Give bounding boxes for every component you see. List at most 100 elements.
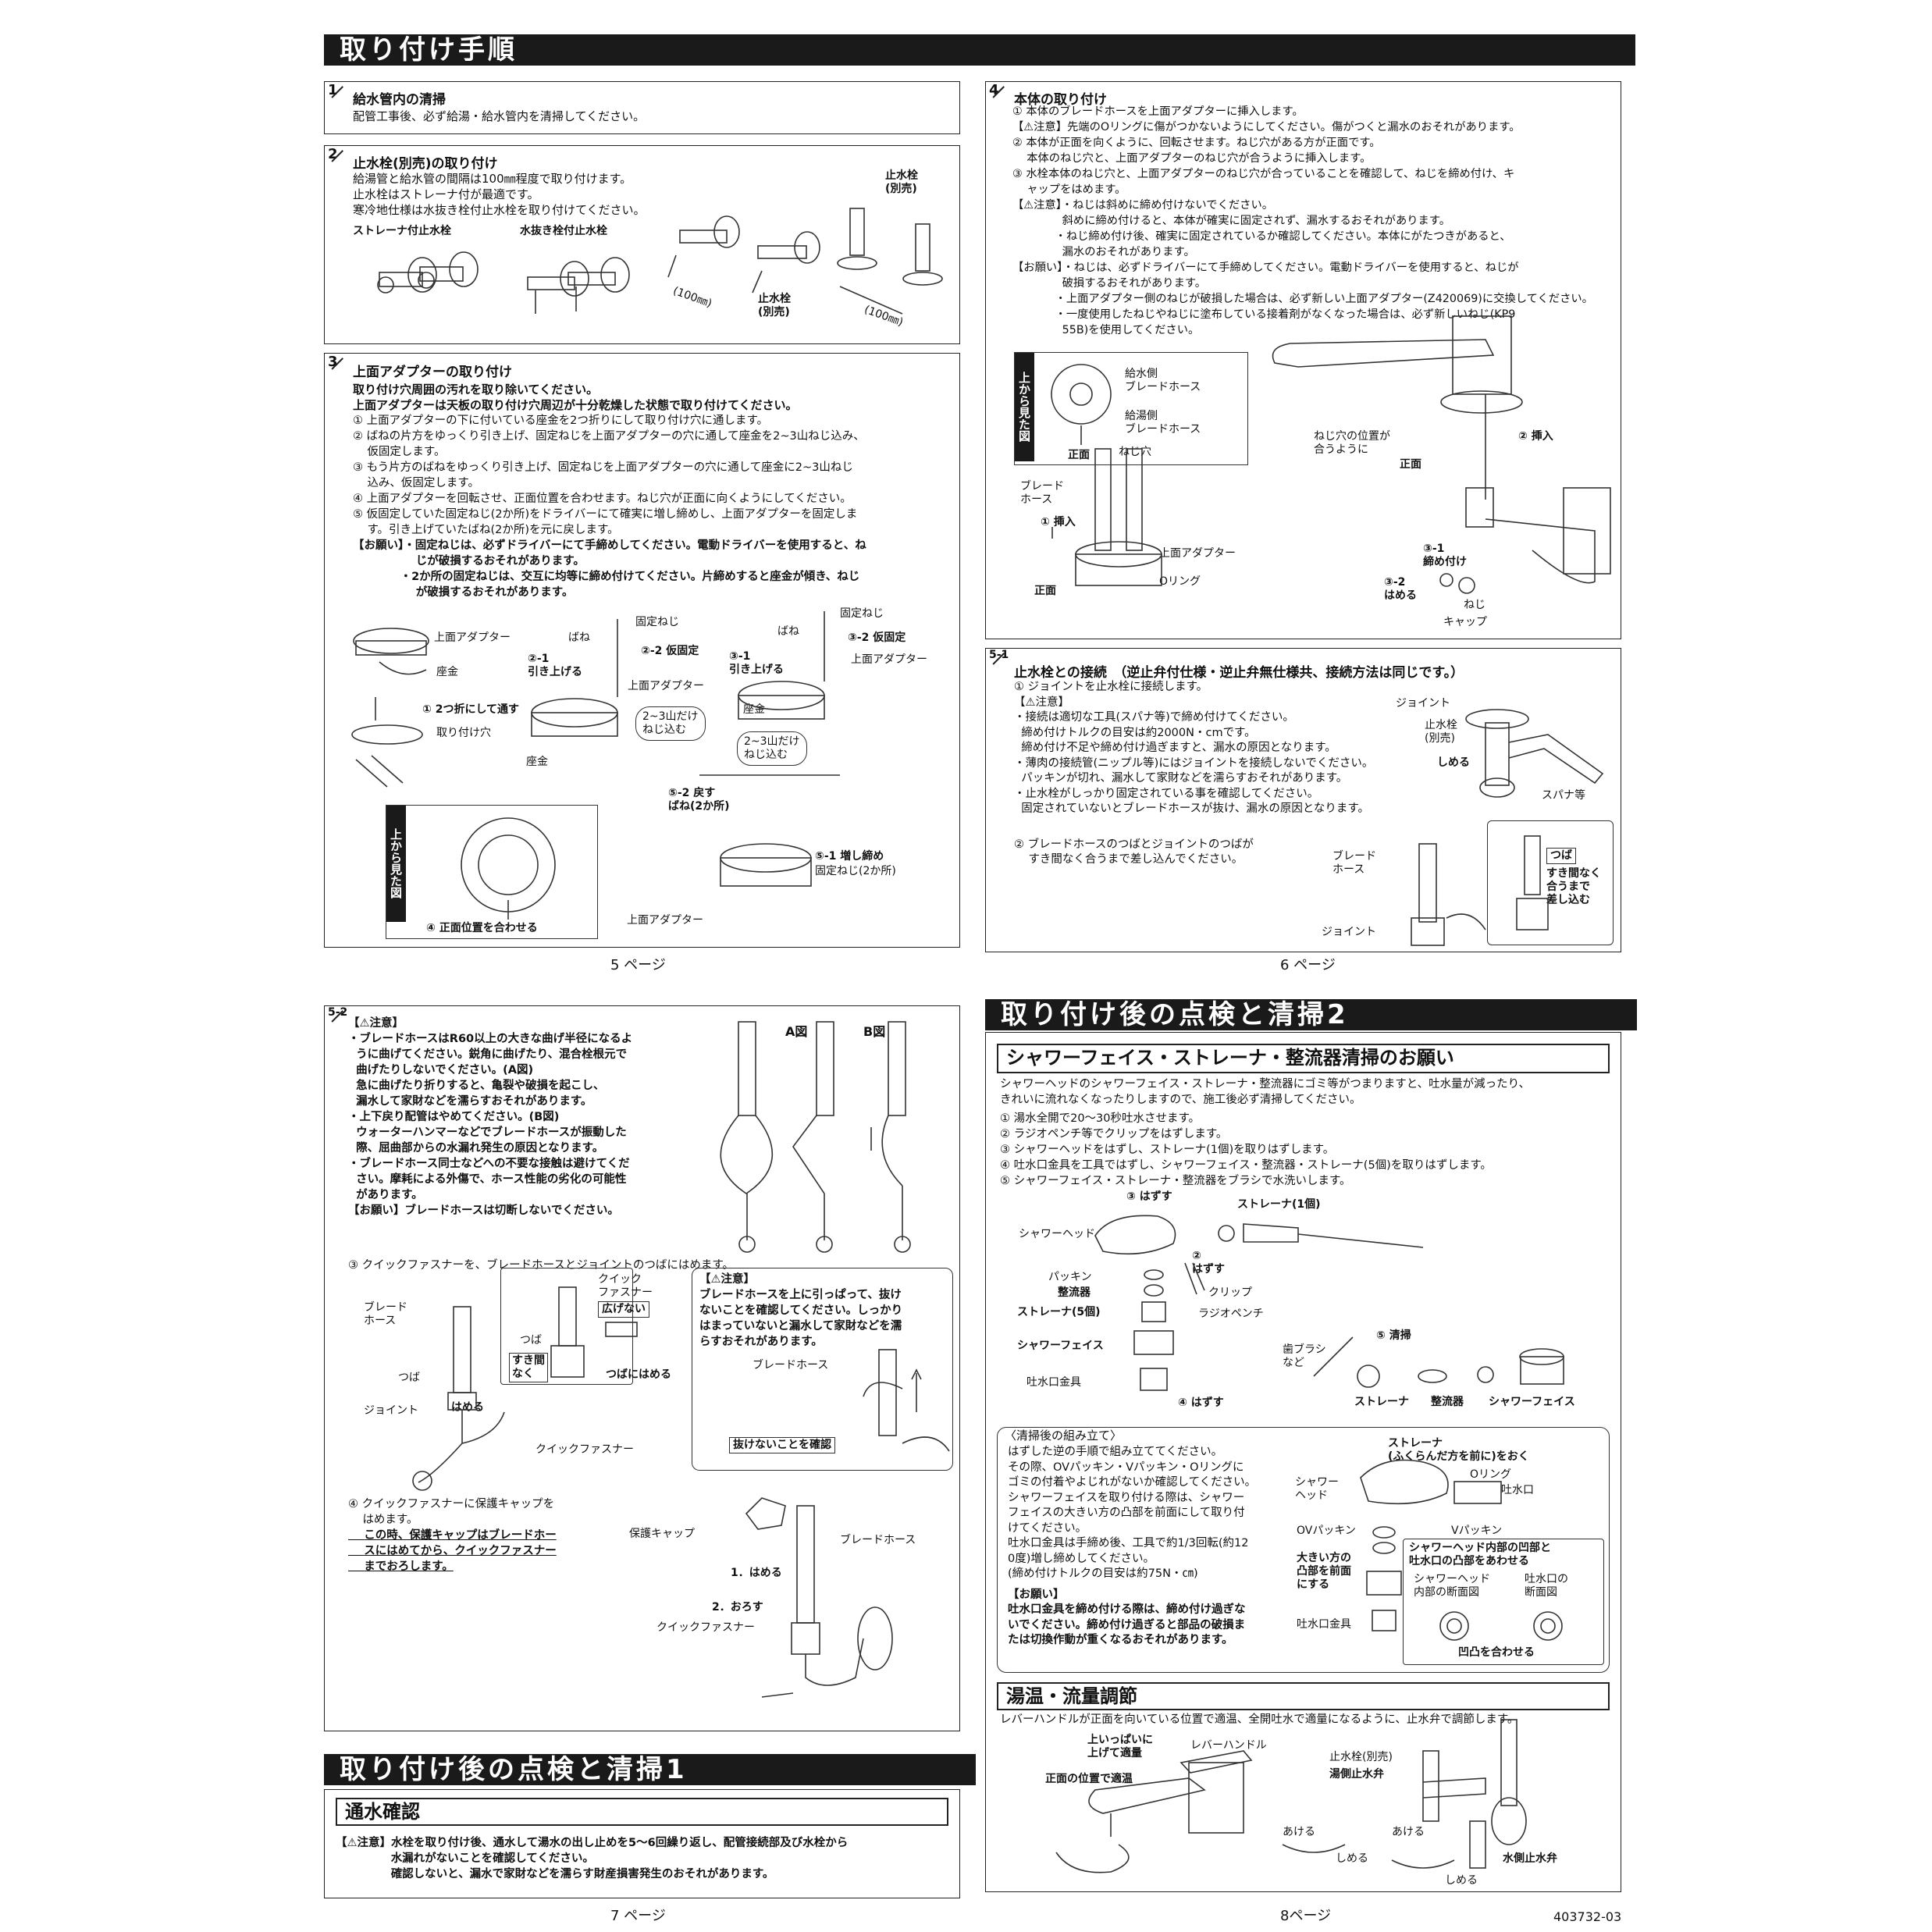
label-front-1: 正面 <box>1068 449 1090 461</box>
label-quick-fastener-2: クイック ファスナー <box>598 1273 653 1299</box>
section-5-2: 5-2 【⚠注意】 ・ブレードホースはR60以上の大きな曲げ半径になるよ うに曲… <box>324 1005 960 1731</box>
label-washer-2: 座金 <box>526 756 548 768</box>
section-number: 1 <box>328 82 338 98</box>
section-5-1: 5-1 止水栓との接続 （逆止弁付仕様・逆止弁無仕様共、接続方法は同じです。） … <box>985 648 1621 952</box>
stop-valve-illustration <box>377 208 943 315</box>
label-step-3-1: ③-1 引き上げる <box>729 650 784 676</box>
label-strainer-front: ストレーナ (ふくらんだ方を前に)をおく <box>1388 1437 1529 1463</box>
section-body: ① ジョイントを止水栓に接続します。 【⚠注意】 ・接続は適切な工具(スパナ等)… <box>1014 681 1374 815</box>
label-quick-fastener-3: クイックファスナー <box>656 1621 755 1634</box>
check2-header: 取り付け後の点検と清掃2 <box>985 999 1637 1030</box>
label-front-3: 正面 <box>1034 585 1056 597</box>
label-strainer-5: ストレーナ(5個) <box>1017 1306 1101 1318</box>
label-step-3-1: ③-1 締め付け <box>1423 543 1467 568</box>
label-insert-2: ② 挿入 <box>1518 430 1553 443</box>
top-view-tag: 上から見た図 <box>1014 352 1034 461</box>
label-adapter-3: 上面アダプター <box>851 653 927 666</box>
label-joint-2: ジョイント <box>1322 926 1376 938</box>
label-collar-1: つば <box>398 1372 420 1384</box>
section-detail-box <box>1403 1539 1604 1665</box>
label-front-2: 正面 <box>1400 458 1421 471</box>
label-thread-2: 2~3山だけ ねじ込む <box>737 731 807 766</box>
label-shower-head: シャワーヘッド <box>1019 1228 1095 1240</box>
label-blade-hose-3: ブレードホース <box>840 1534 916 1546</box>
label-packing: パッキン <box>1048 1271 1092 1283</box>
label-v-packing: Vパッキン <box>1451 1525 1503 1537</box>
section-number: 5-2 <box>328 1006 348 1019</box>
label-hot-valve: 湯側止水弁 <box>1329 1768 1384 1781</box>
label-close-2: しめる <box>1445 1874 1478 1887</box>
label-supply-hose: 給水側 ブレードホース <box>1125 368 1201 393</box>
section-title: 止水栓(別売)の取り付け <box>353 156 498 172</box>
label-hot-hose: 給湯側 ブレードホース <box>1125 410 1201 436</box>
label-pliers: ラジオペンチ <box>1198 1308 1264 1320</box>
section-title: 給水管内の清掃 <box>353 92 446 108</box>
label-remove-2: ② はずす <box>1192 1250 1225 1276</box>
page-number-5: 5 ページ <box>610 957 666 973</box>
label-clean-5: ⑤ 清掃 <box>1376 1329 1411 1342</box>
step-2-text: ② ブレードホースのつばとジョイントのつばが すき間なく合うまで差し込んでくださ… <box>1014 838 1254 866</box>
notice-line-2: 上面アダプターは天板の取り付け穴周辺が十分乾燥した状態で取り付けてください。 <box>353 398 798 412</box>
reassemble-title: 〈清掃後の組み立て〉 <box>1005 1429 1123 1443</box>
label-quick-fastener-1: クイックファスナー <box>535 1443 634 1456</box>
label-step-5-1: ⑤-1 増し締め <box>815 850 884 863</box>
water-check-text: 【⚠注意】水栓を取り付け後、通水して湯水の出し止めを5～6回繰り返し、配管接続部… <box>336 1837 849 1880</box>
label-lever-handle: レバーハンドル <box>1190 1739 1267 1752</box>
section-title: 上面アダプターの取り付け <box>353 365 512 380</box>
label-adapter-4: 上面アダプター <box>627 914 703 927</box>
label-lift-full: 上いっぱいに 上げて適量 <box>1087 1734 1153 1759</box>
label-adapter: 上面アダプター <box>434 632 511 644</box>
top-view-box <box>386 805 598 939</box>
label-step-1: 1．はめる <box>731 1567 782 1579</box>
label-remove-3: ③ はずす <box>1126 1190 1172 1203</box>
check1-section: 通水確認 【⚠注意】水栓を取り付け後、通水して湯水の出し止めを5～6回繰り返し、… <box>324 1789 960 1898</box>
label-spout-port: 吐水口 <box>1501 1484 1534 1496</box>
label-clean-face: シャワーフェイス <box>1489 1396 1575 1408</box>
section-number: 4 <box>989 82 999 98</box>
fastener-detail-box <box>500 1268 633 1385</box>
label-fix-screw-2: 固定ねじ <box>840 607 884 620</box>
caution-2-text: 【⚠注意】 ブレードホースを上に引っぱって、抜け ないことを確認してください。し… <box>699 1273 903 1348</box>
label-ov-packing: OVパッキン <box>1297 1525 1356 1537</box>
step-3-text: ③ クイックファスナーを、ブレードホースとジョイントのつばにはめます。 <box>348 1259 734 1272</box>
label-strainer-valve: ストレーナ付止水栓 <box>353 225 451 237</box>
label-hole: 取り付け穴 <box>436 727 491 739</box>
label-stop-valve-1: 止水栓 (別売) <box>758 293 791 318</box>
label-oring: Oリング <box>1470 1468 1512 1481</box>
section-2: 2 止水栓(別売)の取り付け 給湯管と給水管の間隔は100㎜程度で取り付けます。… <box>324 145 960 344</box>
top-view-box <box>1014 352 1248 465</box>
section-title: 止水栓との接続 （逆止弁付仕様・逆止弁無仕様共、接続方法は同じです。） <box>1014 665 1464 681</box>
label-spout-fitting: 吐水口金具 <box>1026 1376 1081 1389</box>
label-rectifier: 整流器 <box>1058 1286 1091 1299</box>
label-step-2: 2．おろす <box>712 1601 763 1614</box>
temp-flow-text: レバーハンドルが正面を向いている位置で適温、全開吐水で適量になるように、止水弁で… <box>1000 1713 1519 1726</box>
label-no-gap: すき間 なく <box>509 1353 548 1382</box>
label-joint-1: ジョイント <box>1396 697 1450 710</box>
label-screw: ねじ <box>1464 599 1485 611</box>
label-step-2-2: ②-2 仮固定 <box>641 645 699 657</box>
page-number-6: 6 ページ <box>1280 957 1336 973</box>
figure-a-label: A図 <box>785 1024 808 1039</box>
steps-text: ① 上面アダプターの下に付いている座金を2つ折りにして取り付け穴に通します。 ②… <box>353 415 865 536</box>
label-remove-4: ④ はずす <box>1178 1397 1224 1409</box>
label-oring: Oリング <box>1159 575 1201 588</box>
section-text: 給湯管と給水管の間隔は100㎜程度で取り付けます。 止水栓はストレーナ付が最適で… <box>353 172 646 217</box>
install-header: 取り付け手順 <box>324 34 1635 66</box>
step-4a-text: ④ クイックファスナーに保護キャップを はめます。 <box>348 1498 555 1526</box>
quick-fastener-illustration <box>412 1286 638 1491</box>
hose-bend-illustration <box>720 1021 911 1253</box>
label-washer: 座金 <box>436 666 458 678</box>
label-clean-strainer: ストレーナ <box>1354 1396 1409 1408</box>
shower-parts-illustration <box>1094 1215 1564 1391</box>
label-open-2: あける <box>1392 1826 1425 1838</box>
label-cap: キャップ <box>1443 616 1487 628</box>
faucet-adjust-illustration <box>1055 1719 1527 1873</box>
label-align-front: ④ 正面位置を合わせる <box>426 922 538 934</box>
label-blade-hose: ブレード ホース <box>364 1301 407 1327</box>
label-collar-2: つば <box>520 1334 542 1347</box>
label-insert-1: ① 挿入 <box>1041 516 1076 528</box>
label-shower-face: シャワーフェイス <box>1017 1340 1104 1352</box>
label-thread-1: 2~3山だけ ねじ込む <box>635 706 706 741</box>
cleaning-steps: ① 湯水全開で20～30秒吐水させます。 ② ラジオペンチ等でクリップをはずしま… <box>1000 1112 1492 1187</box>
reassemble-text: はずした逆の手順で組み立ててください。 その際、OVパッキン・Vパッキン・Oリン… <box>1008 1446 1257 1580</box>
